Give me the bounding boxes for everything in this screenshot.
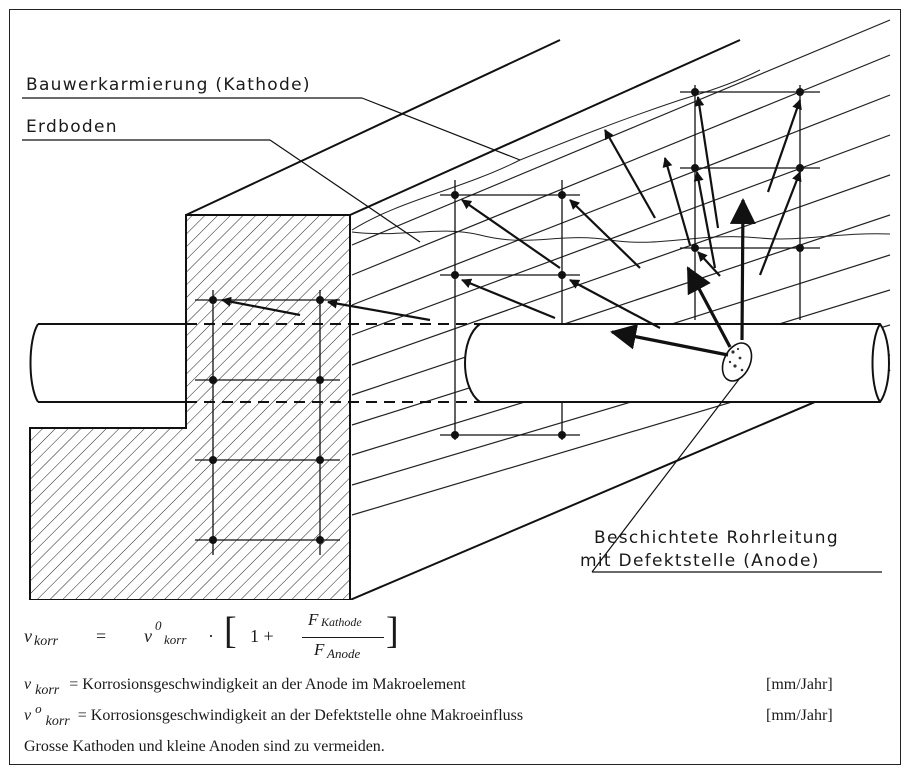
label-pipe-line1: Beschichtete Rohrleitung xyxy=(594,528,839,548)
formula-one-plus: 1 + xyxy=(250,626,274,646)
rebar-nodes-outer xyxy=(451,88,804,439)
legend-symbol-sub: korr xyxy=(35,683,60,698)
legend-row-v-korr: v korr = Korrosionsgeschwindigkeit an de… xyxy=(24,676,466,698)
formula-denominator-f: F xyxy=(314,640,325,659)
note-text: Grosse Kathoden und kleine Anoden sind z… xyxy=(24,738,385,755)
formula-v: v xyxy=(24,626,32,646)
formula-denominator-sub: Anode xyxy=(327,646,361,661)
pipeline xyxy=(29,323,890,403)
legend-text: = Korrosionsgeschwindigkeit an der Defek… xyxy=(77,707,524,724)
legend-unit: [mm/Jahr] xyxy=(766,676,833,693)
label-pipe-line2: mit Defektstelle (Anode) xyxy=(580,551,820,571)
formula-v-sub: korr xyxy=(34,634,59,649)
label-soil: Erdboden xyxy=(26,117,118,137)
soil-section xyxy=(29,214,351,600)
formula-v0-sub: korr xyxy=(164,632,187,647)
legend-symbol-v: v xyxy=(24,707,32,724)
legend-unit: [mm/Jahr] xyxy=(766,707,833,724)
formula-fraction-bar xyxy=(302,637,384,638)
leader-lines xyxy=(22,97,882,573)
corrosion-formula: v korr = v 0 korr · [ 1 + F Kathode F An… xyxy=(24,606,524,662)
formula-bracket-right: ] xyxy=(386,610,399,652)
legend-symbol-v: v xyxy=(24,676,32,693)
legend-row-v0-korr: v o korr = Korrosionsgeschwindigkeit an … xyxy=(24,701,524,729)
rebar-nodes xyxy=(209,296,324,544)
rebar-grid-middle xyxy=(440,180,580,440)
formula-dot: · xyxy=(208,626,214,646)
current-arrows xyxy=(221,96,802,329)
legend-text: = Korrosionsgeschwindigkeit an der Anode… xyxy=(69,676,466,693)
formula-v0: v xyxy=(144,626,152,646)
formula-bracket-left: [ xyxy=(224,610,237,652)
corrosion-diagram: Bauwerkarmierung (Kathode) Erdboden Besc… xyxy=(22,19,891,600)
formula-numerator-f: F xyxy=(308,610,319,629)
legend-symbol-sup: o xyxy=(35,701,42,716)
legend-symbol-sub: korr xyxy=(45,714,70,729)
label-reinforcement: Bauwerkarmierung (Kathode) xyxy=(26,75,311,95)
defect-spot xyxy=(721,342,753,382)
formula-numerator-sub: Kathode xyxy=(321,615,362,629)
main-current-arrows xyxy=(610,198,756,357)
rebar-cage xyxy=(195,290,340,555)
pipe-hidden-lines xyxy=(186,323,480,403)
building-block-outline xyxy=(185,39,891,600)
formula-equals: = xyxy=(96,626,107,646)
formula-v0-sup: 0 xyxy=(155,618,162,633)
